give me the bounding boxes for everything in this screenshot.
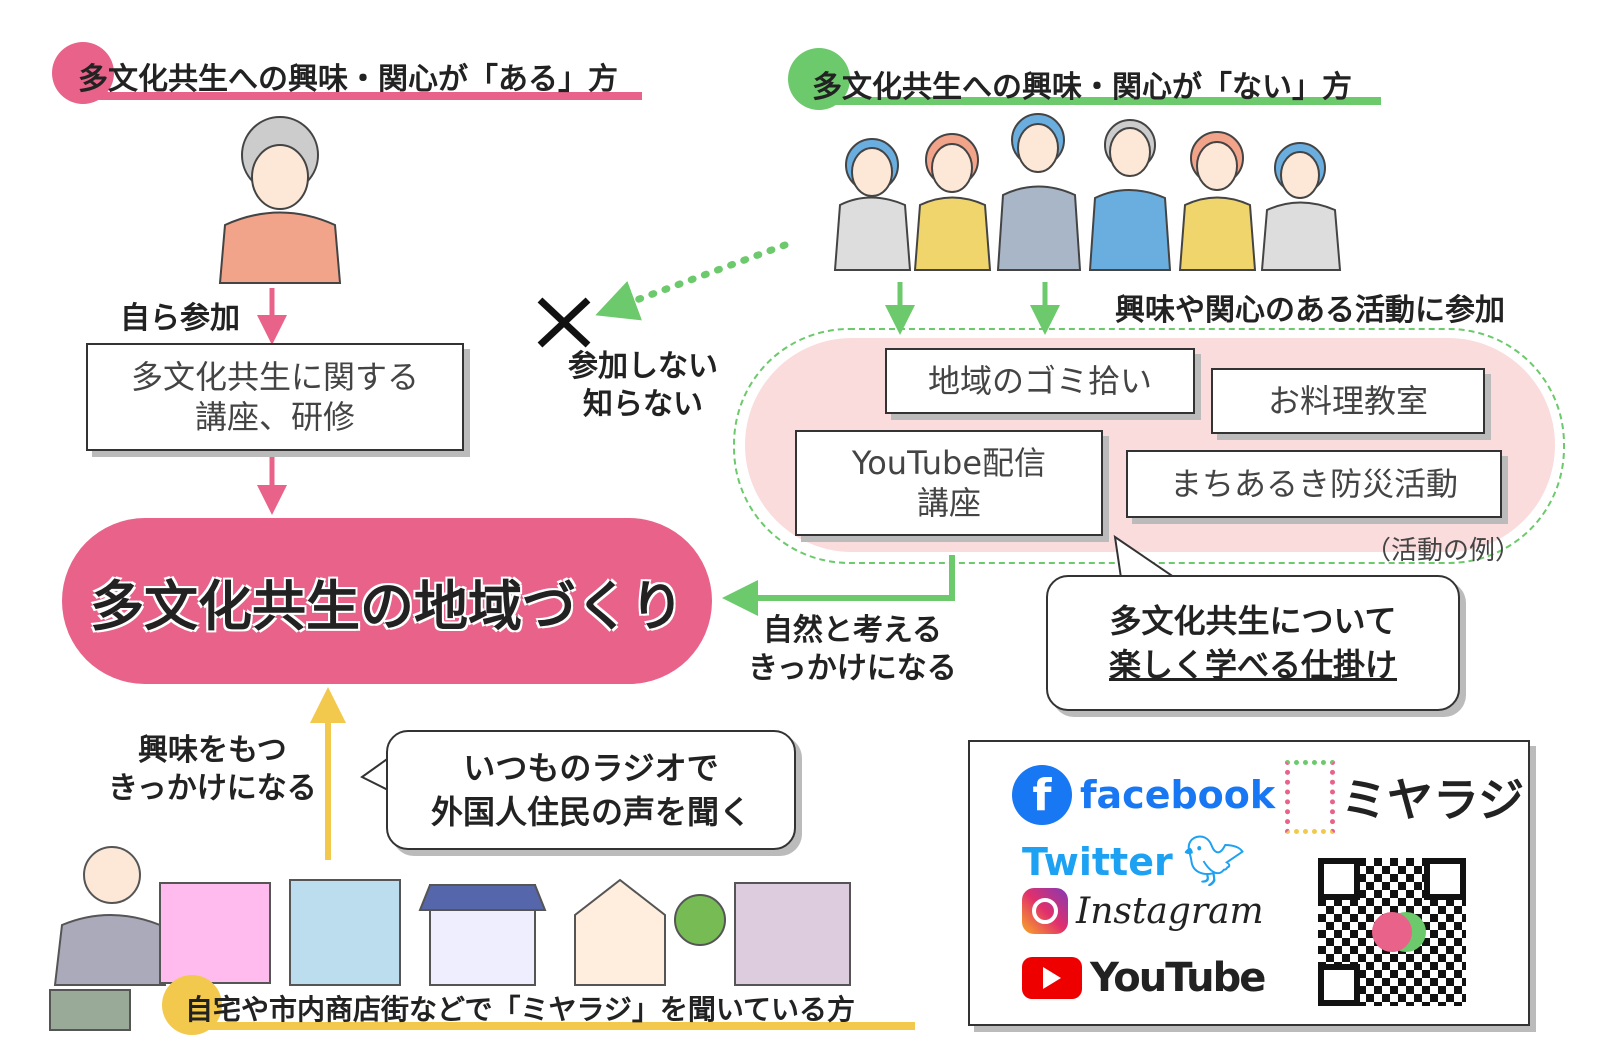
self-join-label: 自ら参加 xyxy=(120,301,240,336)
shopping-street-illustration xyxy=(49,846,851,1031)
join-activities-label: 興味や関心のある活動に参加 xyxy=(1115,293,1505,328)
youtube-icon xyxy=(1022,957,1082,999)
activity-box: YouTube配信講座 xyxy=(795,430,1103,536)
header-underline xyxy=(816,97,1381,105)
course-line: 多文化共生に関する xyxy=(130,358,419,396)
miyaradi-logo-icon xyxy=(1285,760,1335,834)
learning-bubble: 多文化共生について楽しく学べる仕掛け xyxy=(1046,575,1460,711)
listeners-label: 自宅や市内商店街などで「ミヤラジ」を聞いている方 xyxy=(185,993,856,1026)
instagram-icon xyxy=(1022,888,1068,934)
elderly-woman-illustration xyxy=(218,116,342,284)
twitter-link[interactable]: Twitter 🐦︎ xyxy=(1022,832,1247,890)
not-join-label: 参加しない知らない xyxy=(568,349,718,422)
center-goal: 多文化共生の地域づくり xyxy=(62,518,712,684)
activity-box: 地域のゴミ拾い xyxy=(885,348,1195,414)
center-title: 多文化共生の地域づくり xyxy=(90,574,684,638)
instagram-link[interactable]: Instagram xyxy=(1022,888,1264,934)
interested-header: 多文化共生への興味・関心が「ある」方 xyxy=(78,62,618,97)
twitter-bird-icon: 🐦︎ xyxy=(1182,832,1247,890)
people-group-illustration xyxy=(833,113,1342,271)
youtube-link[interactable]: YouTube xyxy=(1022,955,1266,1001)
facebook-link[interactable]: f facebook xyxy=(1012,765,1275,825)
miyaradi-logo: ミヤラジ xyxy=(1285,760,1524,834)
interest-label: 興味をもつきっかけになる xyxy=(108,733,317,806)
activity-box: お料理教室 xyxy=(1211,368,1485,434)
think-label: 自然と考えるきっかけになる xyxy=(748,613,957,686)
qr-code[interactable] xyxy=(1318,858,1466,1006)
facebook-icon: f xyxy=(1012,765,1072,825)
header-underline xyxy=(80,92,642,100)
example-note: （活動の例） xyxy=(1365,536,1522,566)
course-box: 多文化共生に関する 講座、研修 xyxy=(86,343,464,451)
footer-underline xyxy=(190,1022,915,1030)
uninterested-header: 多文化共生への興味・関心が「ない」方 xyxy=(812,70,1352,105)
activity-box: まちあるき防災活動 xyxy=(1126,450,1502,518)
radio-bubble: いつものラジオで外国人住民の声を聞く xyxy=(386,730,796,850)
course-line: 講座、研修 xyxy=(194,398,355,436)
